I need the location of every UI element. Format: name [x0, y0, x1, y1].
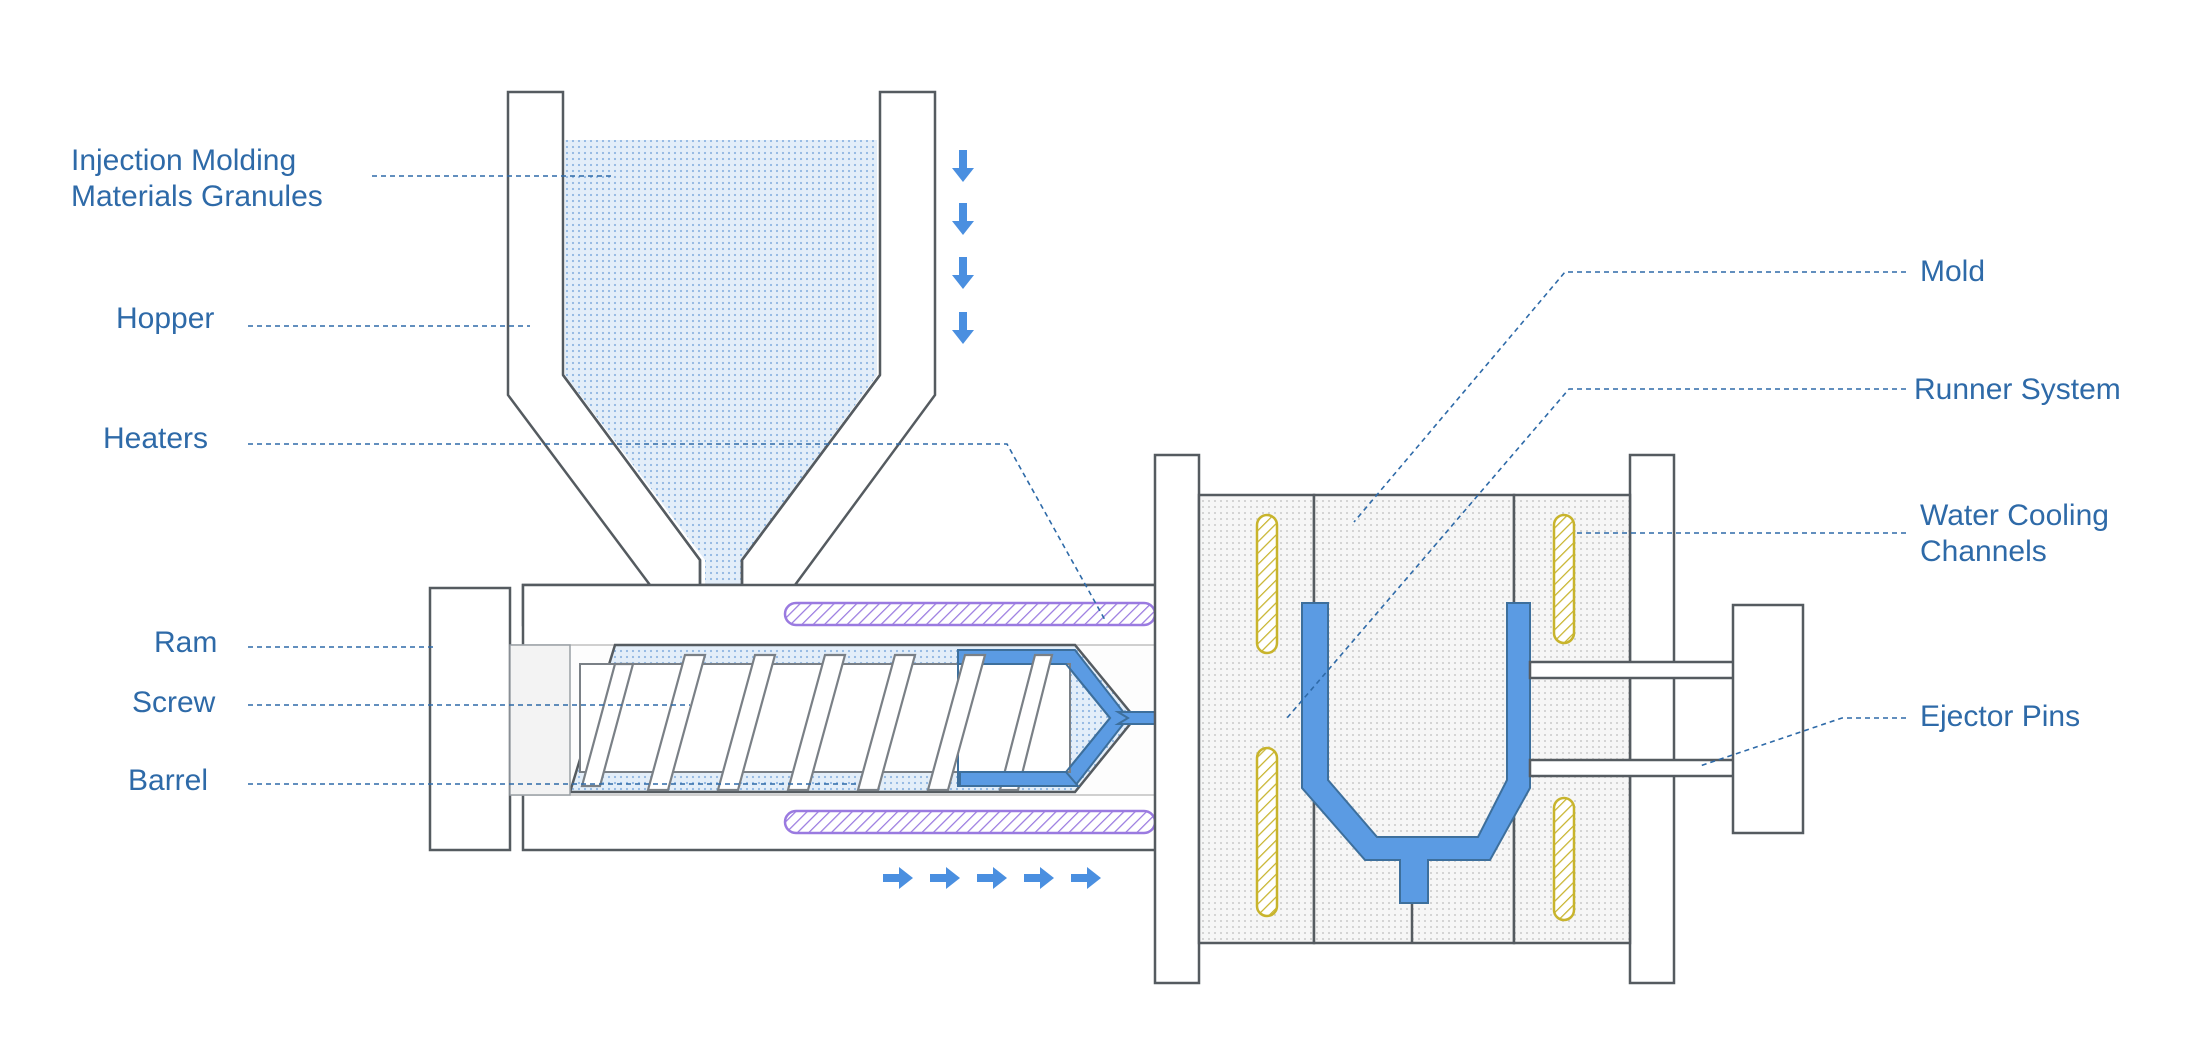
label-heaters: Heaters — [103, 422, 208, 455]
feed-arrows — [952, 150, 974, 344]
labels: Injection Molding Materials Granules Hop… — [71, 144, 2121, 797]
ram — [428, 586, 571, 852]
leader-lines — [248, 175, 1906, 785]
mold — [1153, 453, 1676, 985]
ejector-pins — [1528, 603, 1805, 835]
label-ejector: Ejector Pins — [1920, 700, 2080, 733]
screw — [579, 649, 1130, 792]
label-cooling-line2: Channels — [1920, 535, 2047, 568]
label-cooling-line1: Water Cooling — [1920, 499, 2109, 532]
label-runner: Runner System — [1914, 373, 2121, 406]
label-granules-line1: Injection Molding — [71, 144, 296, 177]
hopper — [506, 90, 1162, 650]
label-granules-line2: Materials Granules — [71, 180, 323, 213]
heaters — [783, 601, 1157, 835]
screw-threads — [580, 653, 1054, 792]
label-mold: Mold — [1920, 255, 1985, 288]
label-ram: Ram — [154, 626, 217, 659]
label-screw: Screw — [132, 686, 216, 719]
water-cooling-channels — [1255, 513, 1576, 922]
label-barrel: Barrel — [128, 764, 208, 797]
flow-arrows — [883, 867, 1101, 889]
label-hopper: Hopper — [116, 302, 214, 335]
